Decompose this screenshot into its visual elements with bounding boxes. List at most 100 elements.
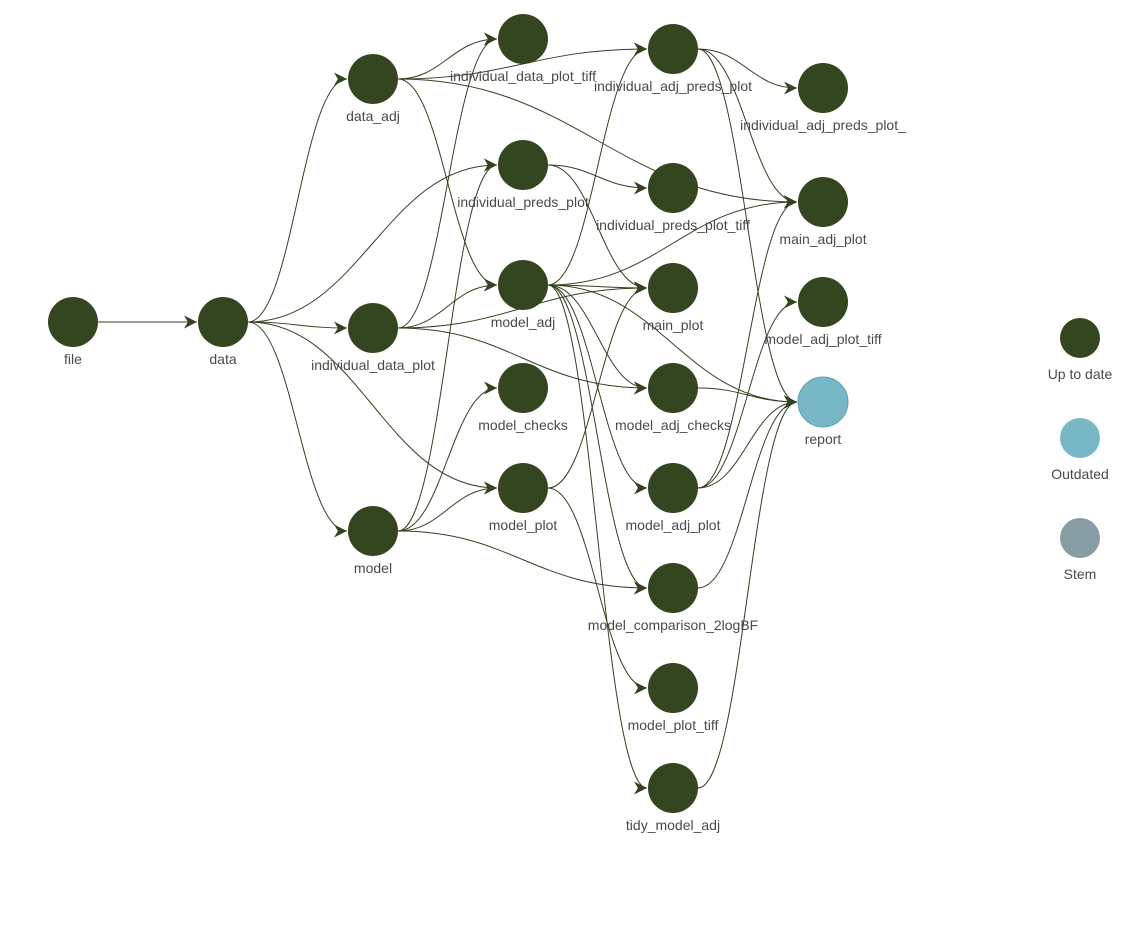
node-label: individual_preds_plot: [457, 194, 589, 210]
edge-model-adj-plot-to-report: [697, 395, 798, 489]
node-circle[interactable]: [48, 297, 98, 347]
node-circle[interactable]: [648, 563, 698, 613]
node-model-plot-tiff[interactable]: model_plot_tiff: [628, 663, 719, 733]
node-label: model_comparison_2logBF: [588, 617, 758, 633]
node-circle[interactable]: [648, 263, 698, 313]
edge-data-to-individual-data-plot: [247, 321, 348, 335]
legend-item-up-to-date: Up to date: [1048, 318, 1113, 382]
edge-data-adj-to-individual-adj-preds-plot: [397, 42, 648, 80]
node-individual-adj-preds-plot[interactable]: individual_adj_preds_plot: [594, 24, 752, 94]
edge-model-plot-to-main-plot: [547, 281, 648, 489]
node-individual-data-plot-tiff[interactable]: individual_data_plot_tiff: [450, 14, 596, 84]
edge-individual-preds-plot-to-main-plot: [547, 164, 648, 295]
node-data[interactable]: data: [198, 297, 248, 367]
edge-individual-preds-plot-to-individual-preds-plot-tiff: [547, 164, 648, 195]
legend-label: Stem: [1064, 566, 1097, 582]
node-circle[interactable]: [348, 506, 398, 556]
node-label: individual_data_plot: [311, 357, 435, 373]
edge-individual-adj-preds-plot-to-report: [697, 48, 798, 409]
node-circle[interactable]: [648, 763, 698, 813]
node-circle[interactable]: [798, 277, 848, 327]
node-individual-data-plot[interactable]: individual_data_plot: [311, 303, 435, 373]
edge-data-adj-to-main-adj-plot: [397, 78, 798, 209]
node-individual-adj-preds-plot-tiff[interactable]: individual_adj_preds_plot_: [740, 63, 906, 133]
node-circle[interactable]: [798, 63, 848, 113]
edge-model-adj-plot-to-model-adj-plot-tiff: [697, 295, 798, 489]
node-circle[interactable]: [648, 24, 698, 74]
node-circle[interactable]: [498, 140, 548, 190]
legend-item-stem: Stem: [1060, 518, 1100, 582]
legend-label: Outdated: [1051, 466, 1109, 482]
node-label: model_adj: [491, 314, 556, 330]
node-label: data: [209, 351, 236, 367]
node-circle[interactable]: [498, 363, 548, 413]
edge-model-plot-to-model-plot-tiff: [547, 487, 648, 695]
node-label: model_plot: [489, 517, 558, 533]
node-tidy-model-adj[interactable]: tidy_model_adj: [626, 763, 720, 833]
node-label: model: [354, 560, 392, 576]
node-label: file: [64, 351, 82, 367]
node-label: model_checks: [478, 417, 568, 433]
node-circle[interactable]: [648, 363, 698, 413]
node-label: model_plot_tiff: [628, 717, 719, 733]
node-label: main_plot: [643, 317, 704, 333]
edge-individual-adj-preds-plot-to-main-adj-plot: [697, 48, 798, 209]
edge-model-to-model-checks: [397, 381, 498, 532]
node-model-plot[interactable]: model_plot: [489, 463, 558, 533]
edge-model-to-model-comparison-2logbf: [397, 530, 648, 595]
node-label: individual_adj_preds_plot: [594, 78, 752, 94]
node-report[interactable]: report: [797, 376, 849, 447]
edge-data-to-model: [247, 321, 348, 538]
node-data-adj[interactable]: data_adj: [346, 54, 400, 124]
legend-swatch: [1060, 418, 1100, 458]
edge-model-adj-to-main-adj-plot: [547, 195, 798, 286]
edge-model-comparison-2logbf-to-report: [697, 395, 798, 589]
node-circle[interactable]: [198, 297, 248, 347]
node-main-adj-plot[interactable]: main_adj_plot: [779, 177, 867, 247]
node-circle[interactable]: [348, 54, 398, 104]
node-label: model_adj_plot: [626, 517, 721, 533]
node-label: model_adj_checks: [615, 417, 731, 433]
node-individual-preds-plot[interactable]: individual_preds_plot: [457, 140, 589, 210]
edge-model-adj-to-report: [547, 284, 798, 409]
legend-swatch: [1060, 318, 1100, 358]
edge-model-adj-to-tidy-model-adj: [547, 284, 648, 795]
node-file[interactable]: file: [48, 297, 98, 367]
node-model-adj-plot-tiff[interactable]: model_adj_plot_tiff: [764, 277, 882, 347]
node-model-comparison-2logbf[interactable]: model_comparison_2logBF: [588, 563, 758, 633]
node-main-plot[interactable]: main_plot: [643, 263, 704, 333]
edge-tidy-model-adj-to-report: [697, 395, 798, 789]
edge-data-to-data-adj: [247, 72, 348, 323]
node-model[interactable]: model: [348, 506, 398, 576]
node-model-adj-plot[interactable]: model_adj_plot: [626, 463, 721, 533]
legend-swatch: [1060, 518, 1100, 558]
node-label: tidy_model_adj: [626, 817, 720, 833]
node-circle[interactable]: [648, 663, 698, 713]
node-model-checks[interactable]: model_checks: [478, 363, 568, 433]
node-circle[interactable]: [498, 463, 548, 513]
edge-model-to-individual-preds-plot: [397, 158, 498, 532]
node-circle[interactable]: [498, 260, 548, 310]
node-label: data_adj: [346, 108, 400, 124]
edge-individual-data-plot-to-model-adj: [397, 278, 498, 329]
edge-individual-data-plot-to-model-adj-checks: [397, 327, 648, 395]
legend-item-outdated: Outdated: [1051, 418, 1109, 482]
node-model-adj[interactable]: model_adj: [491, 260, 556, 330]
node-label: individual_preds_plot_tiff: [596, 217, 750, 233]
node-label: model_adj_plot_tiff: [764, 331, 881, 347]
node-individual-preds-plot-tiff[interactable]: individual_preds_plot_tiff: [596, 163, 750, 233]
node-circle[interactable]: [648, 463, 698, 513]
node-circle[interactable]: [648, 163, 698, 213]
node-label: report: [805, 431, 842, 447]
node-label: individual_adj_preds_plot_: [740, 117, 906, 133]
node-circle[interactable]: [348, 303, 398, 353]
edge-individual-adj-preds-plot-to-individual-adj-preds-plot-tiff: [697, 48, 798, 95]
edge-data-adj-to-individual-data-plot-tiff: [397, 32, 498, 80]
node-circle[interactable]: [498, 14, 548, 64]
node-model-adj-checks[interactable]: model_adj_checks: [615, 363, 731, 433]
node-circle[interactable]: [797, 376, 849, 428]
node-circle[interactable]: [798, 177, 848, 227]
node-label: main_adj_plot: [779, 231, 866, 247]
